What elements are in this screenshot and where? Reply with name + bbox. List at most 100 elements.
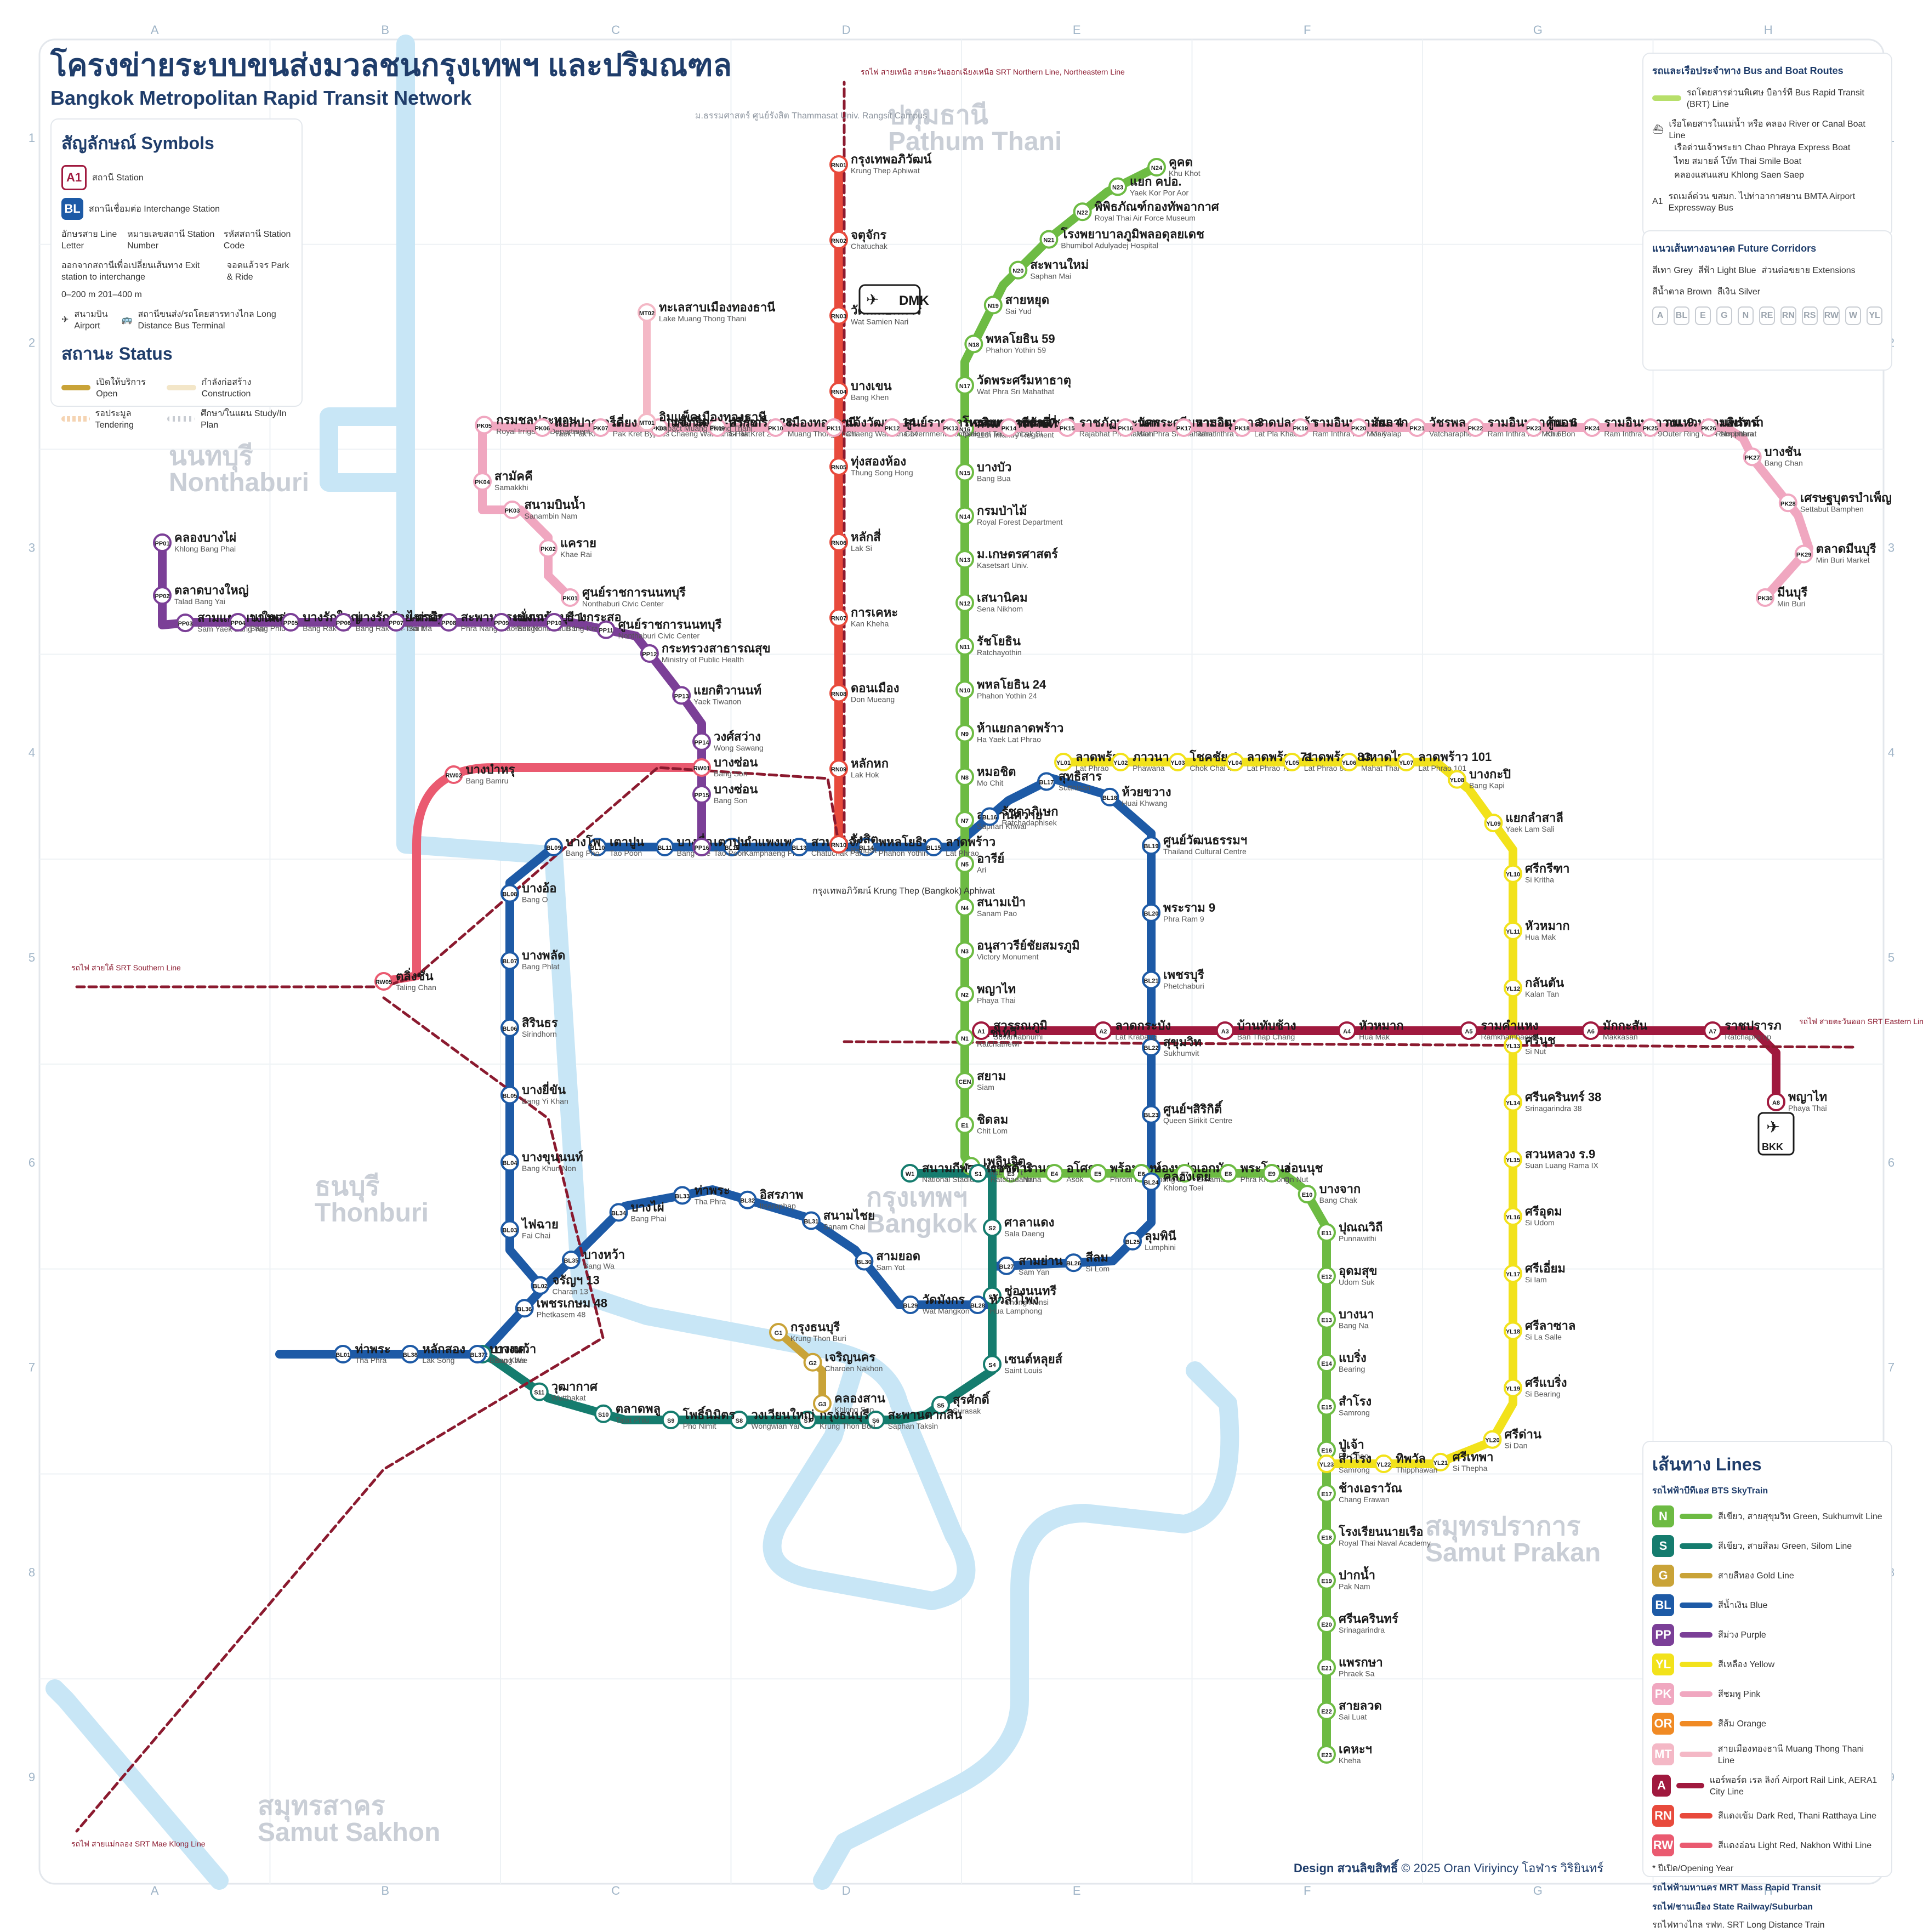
airport-bkk[interactable]: ✈ BKK	[1757, 1112, 1795, 1156]
station-pk16[interactable]: PK16วัดพระศรีมหาธาตุWat Phra Sri Mahatha…	[1116, 416, 1232, 438]
airport-dmk[interactable]: DMK ✈	[858, 284, 929, 315]
